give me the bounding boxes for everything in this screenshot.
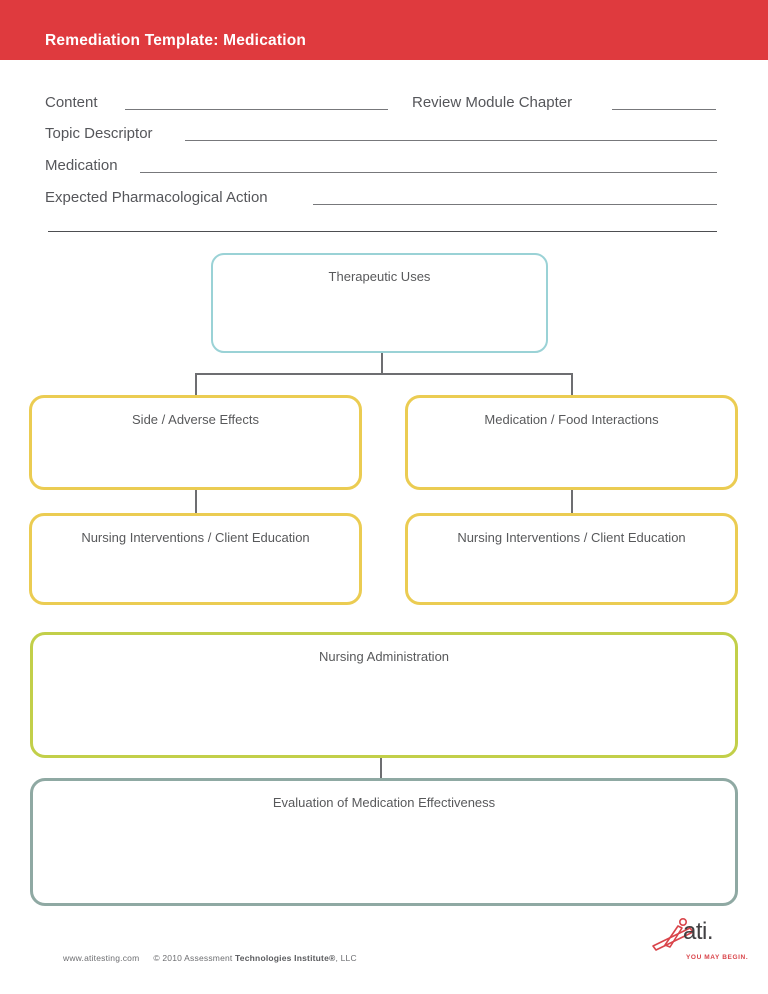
connector-horizontal (195, 373, 573, 375)
nursing-interventions-left-box-label: Nursing Interventions / Client Education (81, 530, 310, 545)
ati-figure-icon (652, 917, 694, 951)
evaluation-box[interactable]: Evaluation of Medication Effectiveness (30, 778, 738, 906)
nursing-interventions-left-box[interactable]: Nursing Interventions / Client Education (29, 513, 362, 605)
connector-drop-right (571, 374, 573, 395)
medication-field[interactable] (140, 157, 717, 173)
footer-copyright-prefix: © 2010 Assessment (153, 953, 236, 963)
nursing-administration-box[interactable]: Nursing Administration (30, 632, 738, 758)
medication-food-interactions-box-label: Medication / Food Interactions (484, 412, 659, 427)
footer-website-link[interactable]: www.atitesting.com (63, 953, 140, 963)
nursing-interventions-right-box[interactable]: Nursing Interventions / Client Education (405, 513, 738, 605)
evaluation-box-label: Evaluation of Medication Effectiveness (272, 795, 496, 810)
connector-stem-bottom (380, 758, 382, 778)
ati-logo: ati. YOU MAY BEGIN. (650, 912, 750, 970)
expected-pharmacological-action-field[interactable] (313, 189, 717, 205)
connector-therapeutic-stem (381, 353, 383, 374)
content-field[interactable] (125, 94, 388, 110)
footer-copyright: www.atitesting.com © 2010 Assessment Tech… (63, 953, 357, 963)
page-title: Remediation Template: Medication (45, 32, 307, 49)
topic-descriptor-label: Topic Descriptor (45, 125, 153, 142)
therapeutic-uses-box-label: Therapeutic Uses (328, 269, 431, 284)
ati-logo-tagline: YOU MAY BEGIN. (686, 954, 749, 961)
footer-copyright-suffix: , LLC (335, 953, 357, 963)
expected-pharmacological-action-label: Expected Pharmacological Action (45, 189, 268, 206)
side-adverse-effects-box-label: Side / Adverse Effects (132, 412, 259, 427)
therapeutic-uses-box[interactable]: Therapeutic Uses (211, 253, 548, 353)
side-adverse-effects-box[interactable]: Side / Adverse Effects (29, 395, 362, 490)
topic-descriptor-field[interactable] (185, 125, 717, 141)
review-module-chapter-field[interactable] (612, 94, 716, 110)
nursing-administration-box-label: Nursing Administration (318, 649, 450, 664)
section-divider (48, 231, 717, 232)
connector-stem-left (195, 490, 197, 513)
footer-copyright-org: Technologies Institute® (235, 953, 336, 963)
medication-food-interactions-box[interactable]: Medication / Food Interactions (405, 395, 738, 490)
nursing-interventions-right-box-label: Nursing Interventions / Client Education (457, 530, 686, 545)
connector-drop-left (195, 374, 197, 395)
connector-stem-right (571, 490, 573, 513)
content-label: Content (45, 94, 98, 111)
ati-logo-text: ati. (683, 918, 714, 945)
header-bar: Remediation Template: Medication (0, 0, 768, 60)
review-module-chapter-label: Review Module Chapter (412, 94, 573, 111)
medication-label: Medication (45, 157, 118, 174)
